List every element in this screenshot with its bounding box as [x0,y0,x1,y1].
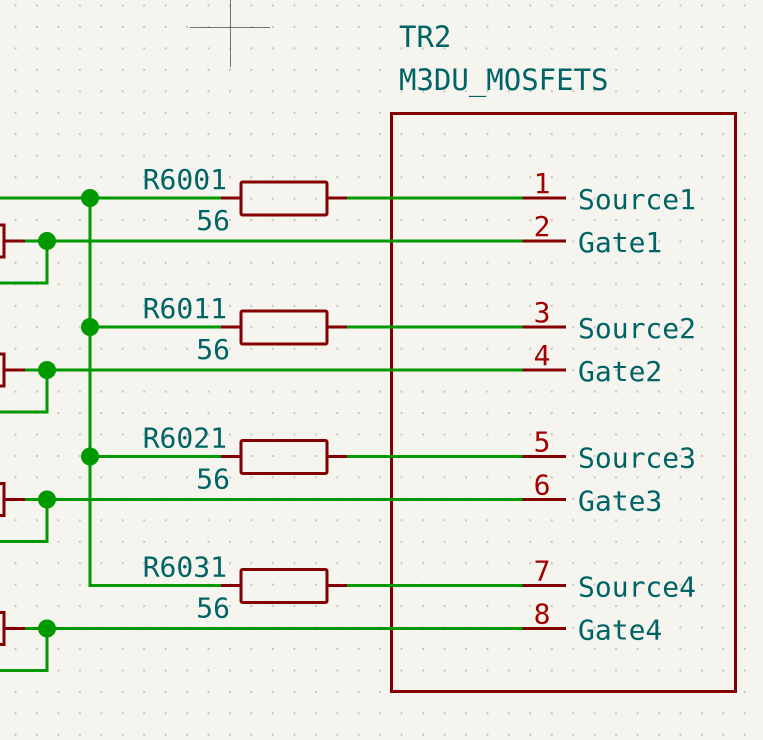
resistor-value: 56 [196,204,230,237]
pin-number: 3 [534,296,551,329]
component-value: M3DU_MOSFETS [399,63,609,98]
resistor-r6021[interactable]: R6021 56 [143,422,347,496]
resistor-r6031[interactable]: R6031 56 [143,551,347,625]
pin-5[interactable]: 5 Source3 [521,426,696,475]
offscreen-symbol-body [0,611,6,646]
offscreen-symbol-body [0,352,6,388]
pin-1[interactable]: 1 Source1 [521,167,696,216]
gate-loop-wire[interactable] [0,627,49,672]
pin-3[interactable]: 3 Source2 [521,296,696,345]
junction-dot [81,189,99,207]
pin-4[interactable]: 4 Gate2 [521,339,662,388]
junction-dot [38,619,56,638]
resistor-body[interactable] [239,439,329,475]
pin-name: Gate1 [578,226,662,259]
pin-number: 5 [534,426,551,459]
pin-name: Source2 [578,312,696,345]
pin-name: Gate4 [578,614,662,647]
resistor-body[interactable] [239,568,329,604]
junction-dot [38,232,56,250]
pin-number: 8 [534,598,551,631]
pin-name: Source3 [578,442,696,475]
resistor-value: 56 [196,333,230,366]
resistor-reference: R6031 [143,551,227,584]
component-reference: TR2 [399,20,451,54]
resistor-body[interactable] [239,309,329,346]
pin-number: 4 [534,339,551,372]
resistor-value: 56 [196,463,230,496]
pin-name: Gate3 [578,485,662,518]
resistor-value: 56 [196,592,230,625]
resistor-body[interactable] [239,180,329,217]
pin-6[interactable]: 6 Gate3 [521,469,662,518]
offscreen-symbol-body [0,482,6,517]
gate-loop-wire[interactable] [0,498,49,543]
junction-dot [81,318,99,336]
gate-loop-wire[interactable] [0,368,49,414]
pin-number: 7 [534,555,551,588]
junction-dot [38,361,56,379]
resistor-reference: R6011 [143,292,227,325]
junction-dot [38,490,56,509]
gate-loop-wire[interactable] [0,239,49,285]
wires [0,189,523,672]
component-body[interactable] [390,112,737,693]
pin-number: 1 [534,167,551,200]
resistor-r6011[interactable]: R6011 56 [143,292,347,366]
cursor-crosshair [190,0,270,67]
pin-7[interactable]: 7 Source4 [521,555,696,604]
pin-name: Source4 [578,571,696,604]
resistor-reference: R6001 [143,163,227,196]
pin-number: 6 [534,469,551,502]
pin-name: Gate2 [578,355,662,388]
resistor-reference: R6021 [143,422,227,455]
offscreen-symbol-body [0,223,6,259]
pin-number: 2 [534,210,551,243]
pin-2[interactable]: 2 Gate1 [521,210,662,259]
pin-name: Source1 [578,183,696,216]
junction-dot [81,447,99,466]
pin-8[interactable]: 8 Gate4 [521,598,662,647]
resistor-r6001[interactable]: R6001 56 [143,163,347,237]
